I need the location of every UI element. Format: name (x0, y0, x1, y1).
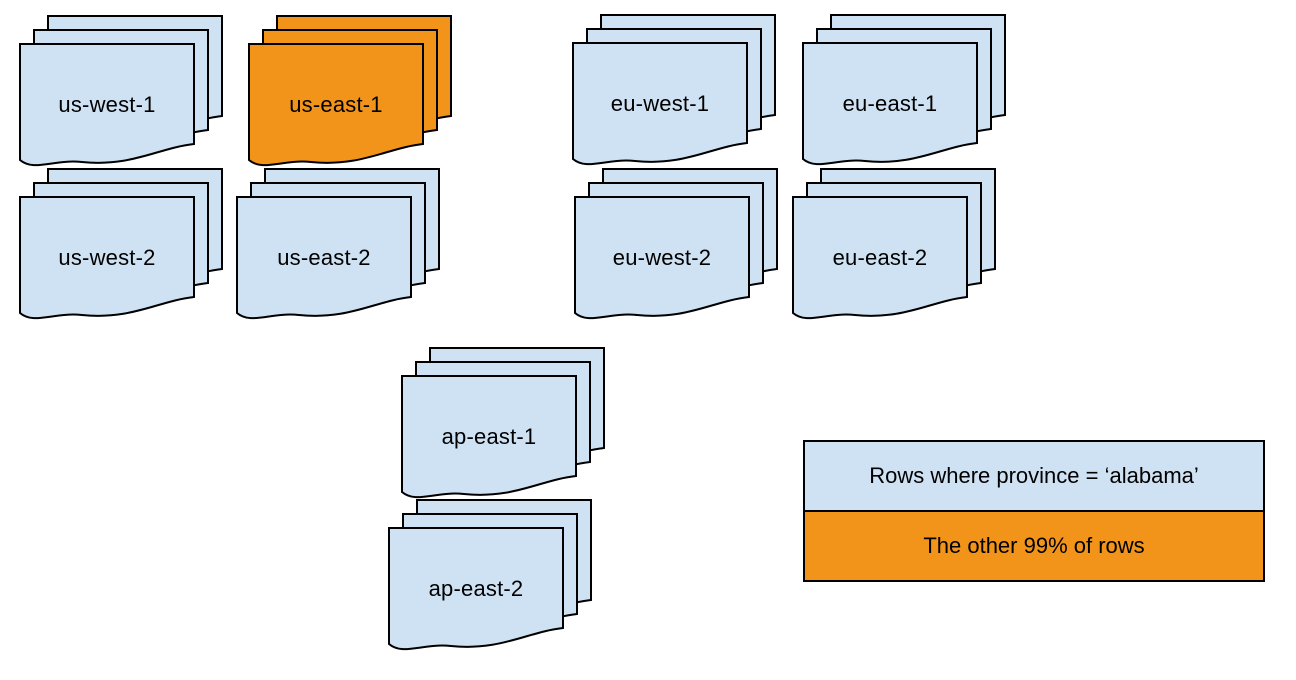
region-stack-eu-east-2: eu-east-2 (792, 168, 998, 326)
region-stack-eu-west-2: eu-west-2 (574, 168, 780, 326)
document-stack-icon (401, 347, 605, 499)
region-label-eu-west-2: eu-west-2 (612, 245, 712, 270)
legend-item-alabama-rows: Rows where province = ‘alabama’ (805, 442, 1263, 512)
region-label-eu-west-1: eu-west-1 (610, 91, 710, 116)
region-label-ap-east-1: ap-east-1 (441, 424, 537, 449)
region-label-us-east-1: us-east-1 (289, 92, 383, 117)
region-stack-us-east-1: us-east-1 (248, 15, 454, 173)
document-stack-icon (574, 168, 778, 320)
document-stack-icon (792, 168, 996, 320)
region-label-us-east-2: us-east-2 (277, 245, 371, 270)
region-stack-ap-east-2: ap-east-2 (388, 499, 594, 657)
document-stack-icon (19, 168, 223, 320)
region-stack-us-west-1: us-west-1 (19, 15, 225, 173)
document-stack-icon (572, 14, 776, 166)
legend-item-other-rows: The other 99% of rows (805, 512, 1263, 580)
legend-label-other-rows: The other 99% of rows (923, 533, 1145, 558)
legend: Rows where province = ‘alabama’ The othe… (803, 440, 1265, 582)
region-stack-eu-west-1: eu-west-1 (572, 14, 778, 172)
region-label-eu-east-1: eu-east-1 (842, 91, 938, 116)
document-stack-icon (19, 15, 223, 167)
region-stack-eu-east-1: eu-east-1 (802, 14, 1008, 172)
region-stack-us-west-2: us-west-2 (19, 168, 225, 326)
region-stack-ap-east-1: ap-east-1 (401, 347, 607, 505)
region-label-eu-east-2: eu-east-2 (832, 245, 928, 270)
document-stack-icon (388, 499, 592, 651)
document-stack-icon (248, 15, 452, 167)
region-label-ap-east-2: ap-east-2 (428, 576, 524, 601)
legend-label-alabama-rows: Rows where province = ‘alabama’ (869, 463, 1199, 488)
region-label-us-west-1: us-west-1 (58, 92, 156, 117)
region-label-us-west-2: us-west-2 (58, 245, 156, 270)
region-stack-us-east-2: us-east-2 (236, 168, 442, 326)
document-stack-icon (802, 14, 1006, 166)
document-stack-icon (236, 168, 440, 320)
